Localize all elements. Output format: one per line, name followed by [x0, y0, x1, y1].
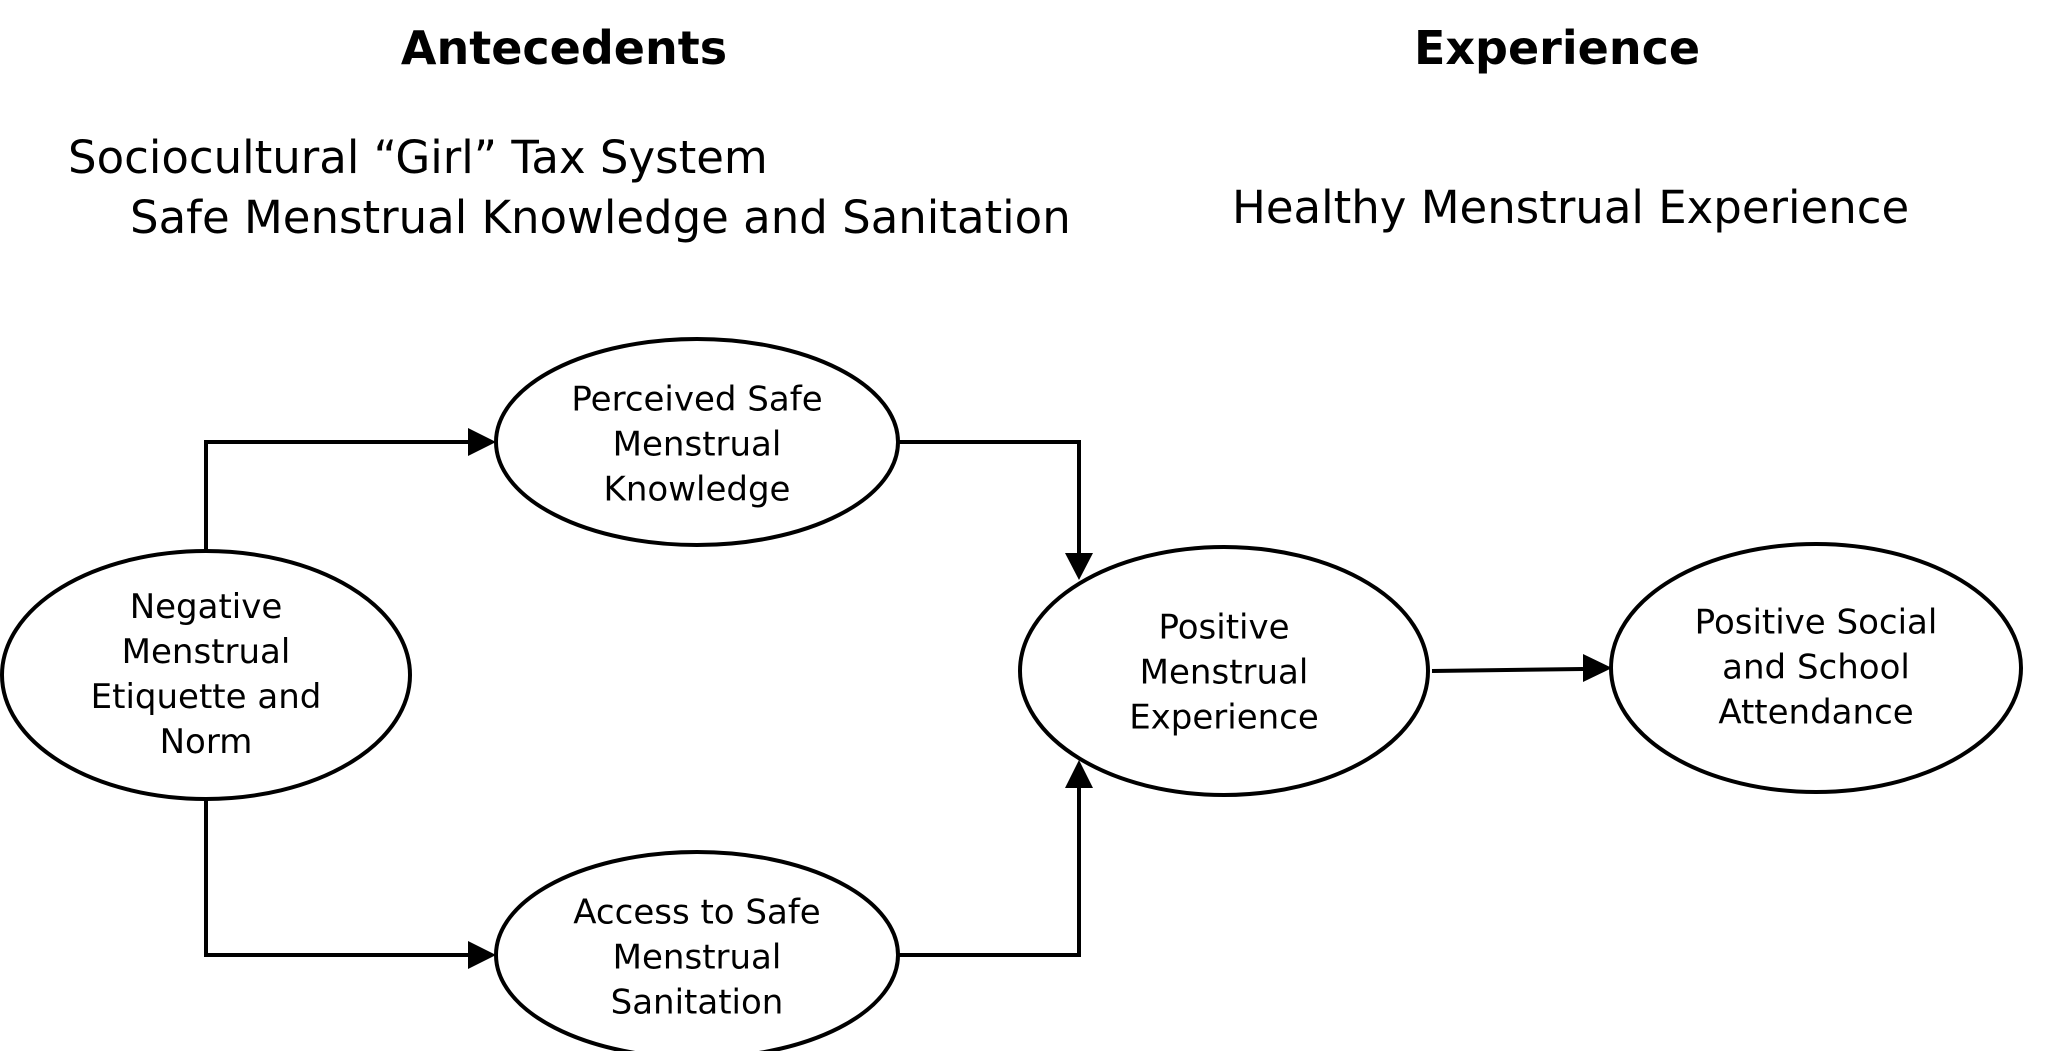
- edge-knowledge-to-experience: [898, 440, 1081, 553]
- node-access-sanitation-line-2: Menstrual: [612, 937, 782, 978]
- heading-experience: Experience: [1413, 21, 1701, 75]
- node-access-sanitation-label: Access to Safe Menstrual Sanitation: [517, 891, 877, 1026]
- heading-antecedents: Antecedents: [400, 21, 728, 75]
- node-social-attendance-ellipse: [1609, 542, 2023, 794]
- arrowhead-experience-top: [1065, 553, 1093, 580]
- subtitle-sociocultural-tax-system: Sociocultural “Girl” Tax System: [68, 131, 768, 184]
- node-negative-norm-label: Negative Menstrual Etiquette and Norm: [26, 585, 386, 765]
- node-positive-experience-ellipse: [1018, 545, 1430, 797]
- node-negative-norm-line-1: Negative: [129, 587, 283, 627]
- node-negative-norm-ellipse: [0, 549, 412, 801]
- arrowhead-sanitation: [468, 941, 496, 969]
- node-social-attendance-label: Positive Social and School Attendance: [1636, 601, 1996, 736]
- node-positive-experience-line-1: Positive: [1158, 607, 1290, 648]
- arrowhead-knowledge: [468, 428, 496, 456]
- subtitle-safe-knowledge-sanitation: Safe Menstrual Knowledge and Sanitation: [130, 191, 1071, 244]
- node-negative-norm-line-4: Norm: [159, 722, 253, 762]
- node-access-sanitation-line-3: Sanitation: [610, 982, 784, 1023]
- node-perceived-knowledge-label: Perceived Safe Menstrual Knowledge: [517, 378, 877, 513]
- edge-negative-to-knowledge: [204, 440, 468, 550]
- edge-negative-to-sanitation: [204, 798, 468, 957]
- node-perceived-knowledge-line-1: Perceived Safe: [571, 379, 823, 420]
- node-social-attendance-line-2: and School: [1722, 647, 1910, 688]
- node-negative-norm-line-3: Etiquette and: [90, 677, 322, 717]
- arrowhead-attendance: [1583, 654, 1612, 682]
- node-perceived-knowledge-line-2: Menstrual: [612, 424, 782, 465]
- node-positive-experience-line-3: Experience: [1129, 697, 1319, 738]
- edge-sanitation-to-experience: [898, 788, 1081, 957]
- node-positive-experience-label: Positive Menstrual Experience: [1044, 606, 1404, 741]
- node-positive-experience-line-2: Menstrual: [1139, 652, 1309, 693]
- node-perceived-knowledge-line-3: Knowledge: [603, 469, 791, 510]
- edge-experience-to-attendance: [1431, 667, 1584, 673]
- node-social-attendance-line-3: Attendance: [1718, 692, 1914, 733]
- node-access-sanitation-ellipse: [494, 850, 900, 1051]
- node-negative-norm-line-2: Menstrual: [121, 632, 291, 672]
- node-social-attendance-line-1: Positive Social: [1694, 602, 1938, 643]
- subtitle-healthy-menstrual-experience: Healthy Menstrual Experience: [1232, 181, 1910, 234]
- node-access-sanitation-line-1: Access to Safe: [573, 892, 821, 933]
- arrowhead-experience-bottom: [1065, 760, 1093, 788]
- node-perceived-knowledge-ellipse: [494, 337, 900, 547]
